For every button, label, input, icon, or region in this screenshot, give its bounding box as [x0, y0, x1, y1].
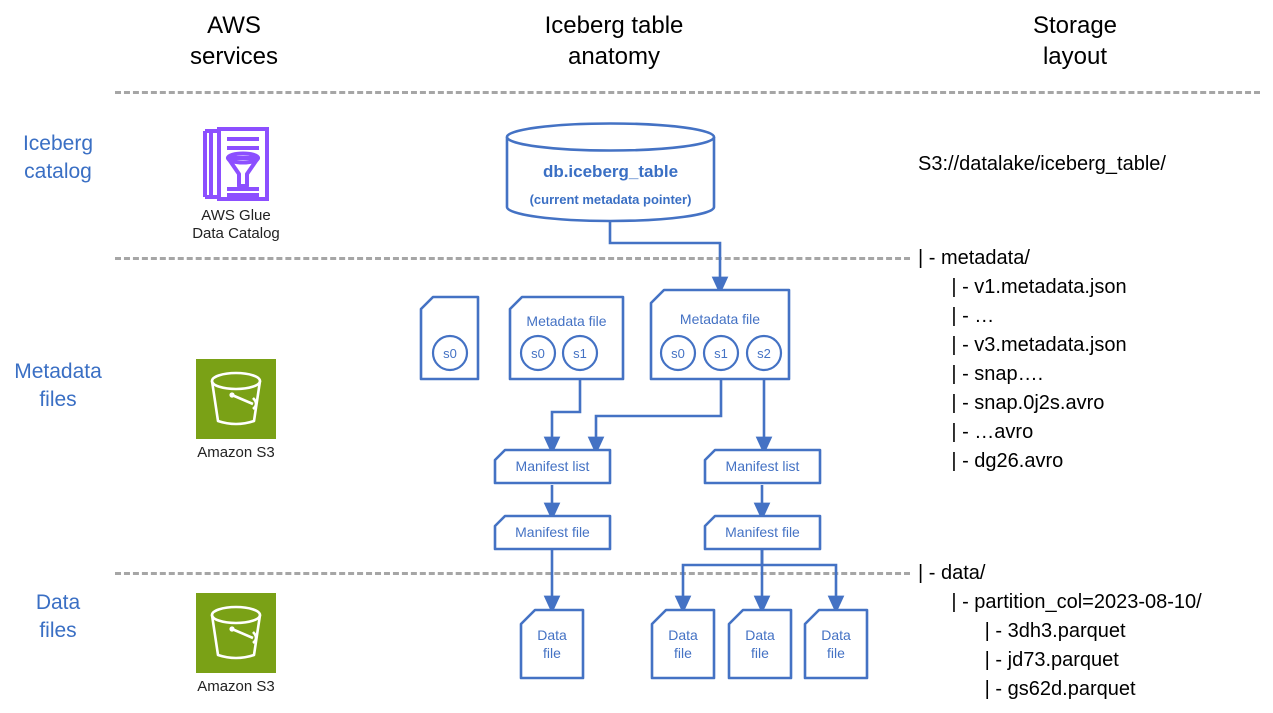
service-label: Amazon S3	[197, 678, 275, 695]
snapshot-label-s0: s0	[671, 346, 685, 361]
data-file-3[interactable]: Data file	[727, 608, 793, 680]
column-heading-storage-layout: Storage layout	[1032, 12, 1118, 70]
data-file-label: Data file	[668, 627, 698, 661]
data-file-2[interactable]: Data file	[650, 608, 716, 680]
metadata-file-3[interactable]: Metadata file s0 s1 s2	[649, 288, 791, 381]
connector-md3-s1-to-manifestlist1	[587, 380, 723, 455]
metadata-file-1[interactable]: s0	[419, 295, 480, 381]
storage-metadata-line-3: | - v3.metadata.json	[918, 334, 1127, 356]
manifest-file-1[interactable]: Manifest file	[493, 514, 612, 551]
band-separator-top	[115, 91, 1260, 94]
manifest-file-label: Manifest file	[725, 524, 800, 540]
connector-md2-s1-to-manifestlist1	[543, 380, 582, 455]
storage-metadata-line-0: | - metadata/	[918, 247, 1030, 269]
metadata-file-2[interactable]: Metadata file s0 s1	[508, 295, 625, 381]
data-file-label: Data file	[821, 627, 851, 661]
manifest-list-label: Manifest list	[515, 458, 590, 474]
manifest-file-label: Manifest file	[515, 524, 590, 540]
storage-data-line-2: | - 3dh3.parquet	[918, 620, 1126, 642]
metadata-file-label: Metadata file	[526, 313, 607, 329]
row-label-metadata-files: Metadata files	[14, 360, 102, 411]
data-file-1[interactable]: Data file	[519, 608, 585, 680]
column-heading-iceberg-table-anatomy: Iceberg table anatomy	[544, 12, 684, 70]
snapshot-label-s0: s0	[531, 346, 545, 361]
aws-glue-data-catalog-icon	[203, 127, 269, 201]
document-shape	[803, 608, 869, 680]
row-label-iceberg-catalog: Iceberg catalog	[22, 132, 94, 183]
storage-root-path: S3://datalake/iceberg_table/	[918, 153, 1166, 175]
storage-metadata-line-7: | - dg26.avro	[918, 450, 1064, 472]
document-shape	[493, 514, 612, 551]
data-file-label: Data file	[745, 627, 775, 661]
document-shape	[703, 514, 822, 551]
manifest-list-label: Manifest list	[725, 458, 800, 474]
document-shape	[650, 608, 716, 680]
service-label: AWS Glue Data Catalog	[192, 207, 280, 242]
manifest-file-2[interactable]: Manifest file	[703, 514, 822, 551]
service-aws-glue-data-catalog: AWS Glue Data Catalog	[156, 126, 316, 243]
connector-manifestfile2-to-datafile4	[760, 550, 845, 614]
amazon-s3-bucket-icon	[196, 359, 276, 439]
snapshot-label-s2: s2	[757, 346, 771, 361]
data-file-label: Data file	[537, 627, 567, 661]
snapshot-circles	[431, 334, 469, 372]
band-separator-metadata	[115, 257, 910, 260]
snapshot-label-s0: s0	[443, 346, 457, 361]
storage-data-line-1: | - partition_col=2023-08-10/	[918, 591, 1202, 613]
manifest-list-1[interactable]: Manifest list	[493, 448, 612, 485]
storage-metadata-line-2: | - …	[918, 305, 995, 327]
storage-metadata-line-4: | - snap….	[918, 363, 1044, 385]
storage-metadata-line-6: | - …avro	[918, 421, 1034, 443]
document-shape	[727, 608, 793, 680]
storage-metadata-line-1: | - v1.metadata.json	[918, 276, 1127, 298]
column-heading-aws-services: AWS services	[189, 12, 279, 70]
document-shape	[519, 608, 585, 680]
storage-data-line-0: | - data/	[918, 562, 986, 584]
document-shape	[703, 448, 822, 485]
amazon-s3-bucket-icon	[196, 593, 276, 673]
storage-metadata-line-5: | - snap.0j2s.avro	[918, 392, 1105, 414]
connector-manifestfile2-to-datafile2	[674, 550, 764, 614]
metadata-file-label: Metadata file	[679, 311, 761, 327]
storage-data-line-3: | - jd73.parquet	[918, 649, 1119, 671]
service-amazon-s3-metadata: Amazon S3	[156, 359, 316, 462]
cylinder-shape	[505, 122, 716, 223]
row-label-data-files: Data files	[35, 591, 81, 642]
document-shape	[508, 295, 625, 381]
service-amazon-s3-data: Amazon S3	[156, 593, 316, 696]
iceberg-catalog-table-cylinder[interactable]: db.iceberg_table (current metadata point…	[505, 122, 716, 223]
document-shape	[493, 448, 612, 485]
snapshot-label-s1: s1	[714, 346, 728, 361]
manifest-list-2[interactable]: Manifest list	[703, 448, 822, 485]
snapshot-label-s1: s1	[573, 346, 587, 361]
connector-catalog-to-metadata3	[608, 222, 729, 295]
document-shape	[649, 288, 791, 381]
storage-data-line-4: | - gs62d.parquet	[918, 678, 1136, 700]
service-label: Amazon S3	[197, 444, 275, 461]
data-file-4[interactable]: Data file	[803, 608, 869, 680]
band-separator-data	[115, 572, 910, 575]
